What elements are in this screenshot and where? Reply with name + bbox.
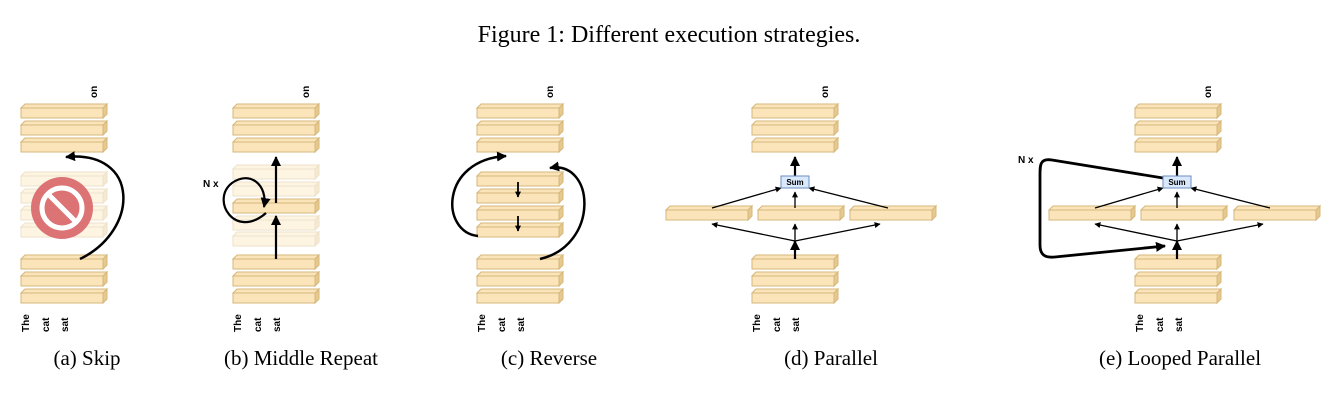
reverse-arrow-left (451, 151, 507, 238)
parallel-bottom-layer-3 (750, 287, 840, 305)
caption-parallel: (d) Parallel (784, 346, 878, 370)
reverse-middle-layer-2 (475, 187, 565, 205)
parallel-branch-layer-2 (756, 204, 846, 222)
parallel-token-the: The (752, 314, 763, 332)
parallel-bottom-layer-2 (750, 270, 840, 288)
looped-branch-layer-2 (1139, 204, 1229, 222)
skip-arrow (65, 151, 125, 261)
looped-arrow-branch-1 (1094, 222, 1178, 242)
arrows-group: Sum Sum (31, 151, 1271, 261)
reverse-middle-layer-4 (475, 221, 565, 239)
parallel-top-layer-3 (750, 136, 840, 154)
looped-top-layer-2 (1133, 119, 1223, 137)
reverse-bottom-layer-2 (475, 270, 565, 288)
reverse-token-the: The (477, 314, 488, 332)
looped-arrow-sum-1 (1094, 186, 1164, 209)
reverse-top-layer-2 (475, 119, 565, 137)
repeat-loop-arrow (222, 177, 271, 224)
parallel-top-layer-2 (750, 119, 840, 137)
repeat-token-sat: sat (272, 317, 283, 332)
parallel-branch-layer-1 (664, 204, 754, 222)
caption-reverse: (c) Reverse (500, 346, 598, 370)
repeat-token-the: The (233, 314, 244, 332)
looped-count-label: N x (1018, 155, 1034, 166)
looped-token-cat: cat (1155, 317, 1166, 332)
skip-bottom-layer-3 (19, 287, 109, 305)
repeat-bottom-layer-1 (231, 253, 321, 271)
parallel-arrow-branch-1 (711, 222, 796, 242)
parallel-branch-layer-3 (848, 204, 938, 222)
parallel-output-token: on (820, 86, 831, 98)
looped-bottom-layer-2 (1133, 270, 1223, 288)
reverse-middle-layer-3 (475, 204, 565, 222)
repeat-bottom-layer-2 (231, 270, 321, 288)
reverse-top-layer-3 (475, 136, 565, 154)
parallel-token-cat: cat (772, 317, 783, 332)
skip-token-cat: cat (41, 317, 52, 332)
reverse-top-layer-1 (475, 102, 565, 120)
repeat-top-layer-3 (231, 136, 321, 154)
looped-token-the: The (1135, 314, 1146, 332)
looped-arrow-branch-3 (1176, 222, 1264, 242)
repeat-output-token: on (301, 86, 312, 98)
parallel-arrow-sum-1 (711, 186, 782, 209)
looped-feedback-arrow (1038, 158, 1166, 259)
looped-top-layer-1 (1133, 102, 1223, 120)
looped-bottom-layer-3 (1133, 287, 1223, 305)
reverse-bottom-layer-3 (475, 287, 565, 305)
reverse-output-token: on (545, 86, 556, 98)
repeat-bottom-layer-3 (231, 287, 321, 305)
parallel-token-sat: sat (791, 317, 802, 332)
caption-looped-parallel: (e) Looped Parallel (1098, 346, 1262, 370)
looped-branch-layer-1 (1047, 204, 1137, 222)
reverse-token-sat: sat (516, 317, 527, 332)
skip-bottom-layer-1 (19, 253, 109, 271)
skip-token-sat: sat (60, 317, 71, 332)
repeat-token-cat: cat (253, 317, 264, 332)
figure-title: Figure 1: Different execution strategies… (477, 22, 861, 48)
skip-top-layer-3 (19, 136, 109, 154)
reverse-token-cat: cat (497, 317, 508, 332)
parallel-top-layer-1 (750, 102, 840, 120)
skip-top-layer-1 (19, 102, 109, 120)
looped-top-layer-3 (1133, 136, 1223, 154)
reverse-middle-layer-1 (475, 170, 565, 188)
layers-group (19, 102, 1322, 305)
repeat-top-layer-1 (231, 102, 321, 120)
looped-branch-layer-3 (1232, 204, 1322, 222)
looped-token-sat: sat (1174, 317, 1185, 332)
skip-bottom-layer-2 (19, 270, 109, 288)
looped-arrow-sum-3 (1190, 186, 1271, 209)
skip-output-token: on (89, 86, 100, 98)
looped-output-token: on (1203, 86, 1214, 98)
reverse-bottom-layer-1 (475, 253, 565, 271)
prohibited-icon (31, 177, 93, 239)
caption-middle-repeat: (b) Middle Repeat (224, 346, 378, 370)
skip-top-layer-2 (19, 119, 109, 137)
parallel-arrow-sum-3 (808, 186, 889, 209)
parallel-arrow-branch-3 (794, 222, 881, 242)
repeat-top-layer-2 (231, 119, 321, 137)
caption-skip: (a) Skip (53, 346, 121, 370)
parallel-sum-box: Sum (780, 175, 810, 189)
looped-sum-box: Sum (1162, 175, 1192, 189)
skip-token-the: The (21, 314, 32, 332)
sum-label: Sum (786, 178, 803, 187)
sum-label: Sum (1168, 178, 1185, 187)
reverse-arrow-right (539, 161, 586, 261)
repeat-count-label: N x (203, 179, 219, 190)
